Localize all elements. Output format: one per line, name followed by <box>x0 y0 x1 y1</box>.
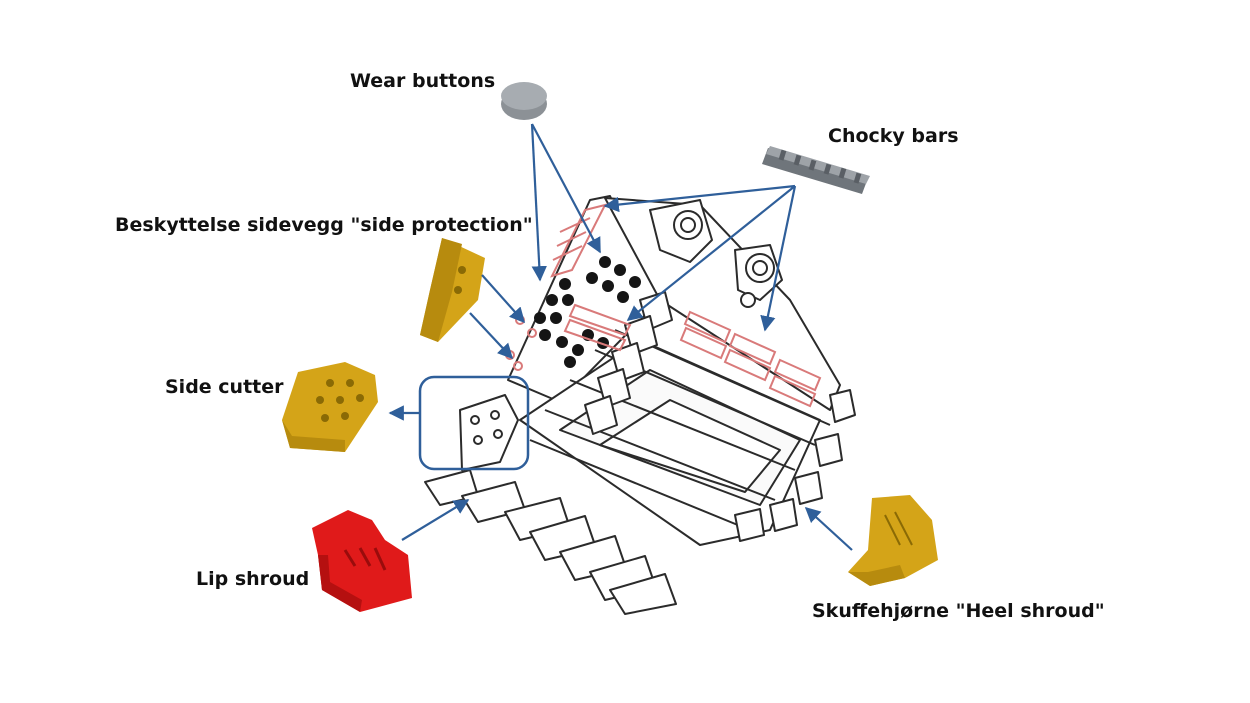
label-lip-shroud: Lip shroud <box>196 568 310 590</box>
chocky-bar-part <box>762 146 870 194</box>
excavator-bucket-drawing <box>424 195 856 615</box>
bucket-corner-cutter <box>459 394 519 471</box>
wear-button-part <box>501 82 547 120</box>
wear-buttons-on-bucket <box>534 256 641 368</box>
label-chocky-bars: Chocky bars <box>828 125 959 147</box>
label-side-protection: Beskyttelse sidevegg "side protection" <box>115 214 533 236</box>
tooth-row <box>424 469 677 615</box>
side-protection-part <box>420 238 485 342</box>
heel-shroud-part <box>848 495 938 586</box>
chocky-bars-on-bucket <box>550 203 822 408</box>
callout-arrows <box>388 123 853 551</box>
corner-highlight-box <box>418 375 530 471</box>
side-cutter-part <box>282 362 378 452</box>
mounting-pin-hole-small <box>740 292 756 308</box>
lip-shroud-part <box>312 510 412 612</box>
label-side-cutter: Side cutter <box>165 376 284 398</box>
heel-segments <box>584 291 856 542</box>
label-wear-buttons: Wear buttons <box>350 70 496 92</box>
label-heel-shroud: Skuffehjørne "Heel shroud" <box>812 600 1105 622</box>
